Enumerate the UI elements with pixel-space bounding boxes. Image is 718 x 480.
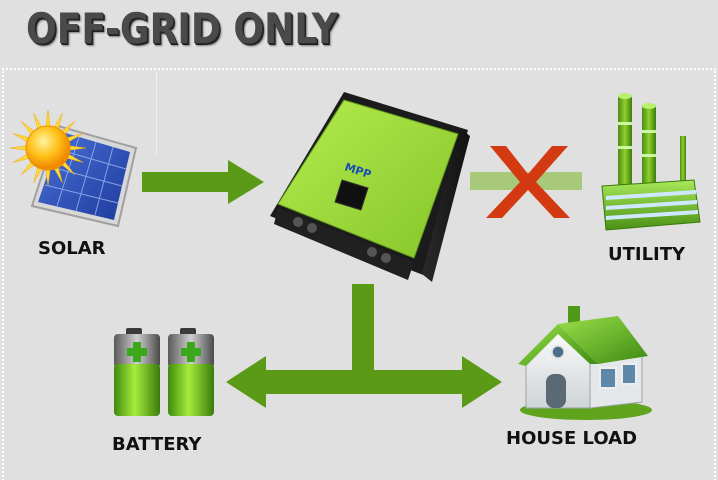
dotted-frame [2,68,716,480]
page-title: OFF-GRID ONLY [26,4,338,53]
solar-label: SOLAR [38,238,106,259]
sun-icon [9,109,87,187]
factory-icon [601,93,701,231]
sun-ray [9,145,29,151]
inverter-icon: MPP [270,92,470,282]
inverter-to-loads-arrow [226,284,502,408]
sun-ray [67,145,87,151]
sun-ray [45,109,51,129]
house-load-label: HOUSE LOAD [506,428,638,449]
battery-icon [114,328,214,416]
battery-label: BATTERY [112,434,202,455]
dotted-divider [156,72,157,156]
utility-label: UTILITY [608,244,686,265]
sun-ray [45,167,51,187]
house-icon [518,306,652,420]
cross-icon [486,146,570,218]
solar-to-inverter-arrow [142,160,264,204]
